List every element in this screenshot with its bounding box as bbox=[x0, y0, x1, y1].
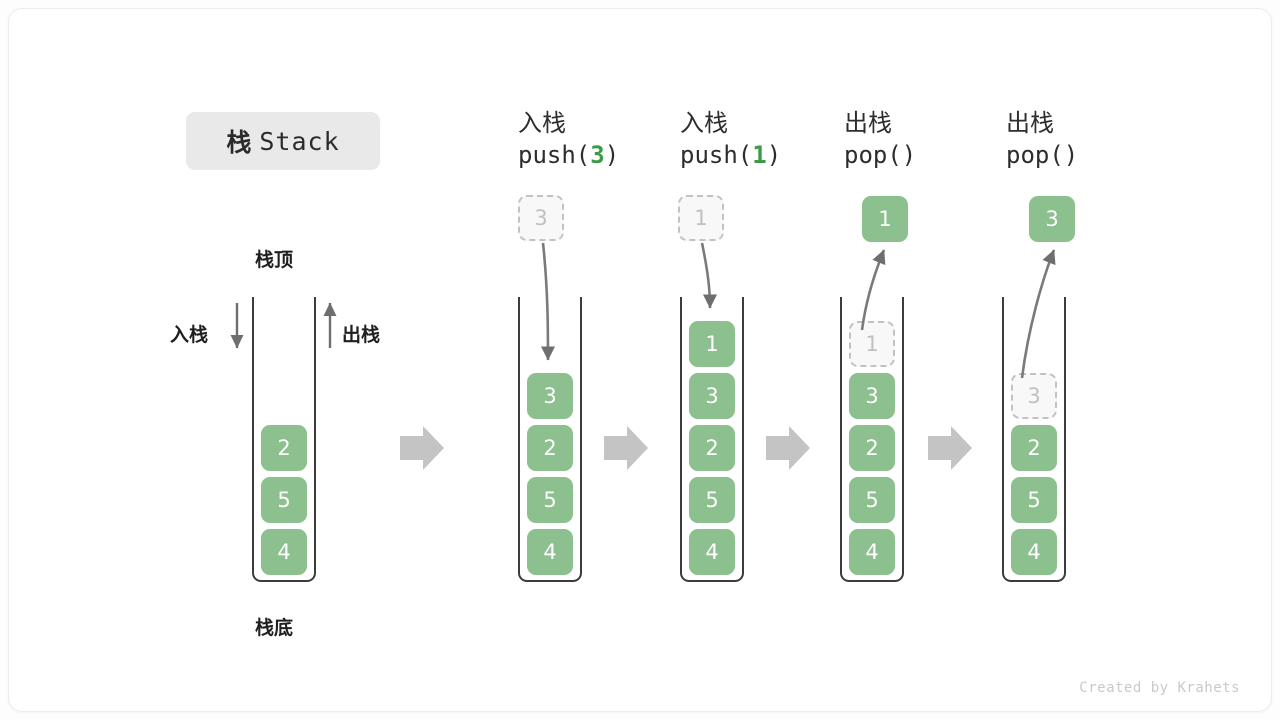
code-arg: 1 bbox=[752, 140, 767, 169]
title-cn: 栈 bbox=[226, 128, 253, 157]
code-prefix: pop( bbox=[1006, 140, 1064, 169]
code-prefix: pop( bbox=[844, 140, 902, 169]
code-prefix: push( bbox=[680, 140, 753, 169]
stack-cell: 1 bbox=[689, 321, 735, 367]
stack-push-3: 3 2 5 4 bbox=[518, 297, 582, 582]
step-header-cn: 出栈 bbox=[844, 109, 892, 137]
label-push-side: 入栈 bbox=[170, 324, 209, 346]
step-header-cn: 入栈 bbox=[518, 109, 566, 137]
stack-cell: 5 bbox=[849, 477, 895, 523]
stack-initial: 2 5 4 bbox=[252, 297, 316, 582]
step-header-push-1: 入栈 push(1) bbox=[680, 108, 870, 171]
stack-cell-ghost: 3 bbox=[1011, 373, 1057, 419]
stack-cell: 3 bbox=[527, 373, 573, 419]
stack-cell: 5 bbox=[527, 477, 573, 523]
stack-push-1: 1 3 2 5 4 bbox=[680, 297, 744, 582]
stack-container-initial bbox=[252, 297, 316, 582]
stack-cell: 3 bbox=[849, 373, 895, 419]
diagram-title: 栈 Stack bbox=[186, 112, 380, 170]
code-prefix: push( bbox=[518, 140, 591, 169]
stack-cell: 4 bbox=[1011, 529, 1057, 575]
step-header-cn: 出栈 bbox=[1006, 109, 1054, 137]
stack-container-pop-3 bbox=[1002, 297, 1066, 582]
stack-pop-1: 1 3 2 5 4 bbox=[840, 297, 904, 582]
stack-cell: 5 bbox=[261, 477, 307, 523]
step-header-code: push(3) bbox=[518, 140, 708, 172]
stack-cells-push-3: 3 2 5 4 bbox=[518, 373, 582, 575]
code-suffix: ) bbox=[766, 140, 782, 169]
stack-pop-3: 3 2 5 4 bbox=[1002, 297, 1066, 582]
stack-cells-push-1: 1 3 2 5 4 bbox=[680, 321, 744, 575]
stack-container-pop-1 bbox=[840, 297, 904, 582]
step-header-code: pop() bbox=[844, 140, 1034, 172]
code-suffix: ) bbox=[901, 140, 917, 169]
code-suffix: ) bbox=[1063, 140, 1079, 169]
stack-container-push-1 bbox=[680, 297, 744, 582]
stack-cell: 2 bbox=[527, 425, 573, 471]
stack-cell: 2 bbox=[261, 425, 307, 471]
stack-cell: 2 bbox=[849, 425, 895, 471]
stack-cell: 3 bbox=[689, 373, 735, 419]
code-arg: 3 bbox=[590, 140, 605, 169]
stack-cells-initial: 2 5 4 bbox=[252, 425, 316, 575]
popped-value-box: 3 bbox=[1029, 196, 1075, 242]
stack-cell: 5 bbox=[1011, 477, 1057, 523]
stack-cell-ghost: 1 bbox=[849, 321, 895, 367]
stack-cells-pop-3: 3 2 5 4 bbox=[1002, 373, 1066, 575]
popped-value-box: 1 bbox=[862, 196, 908, 242]
footer-credit: Created by Krahets bbox=[1079, 680, 1240, 696]
stack-cells-pop-1: 1 3 2 5 4 bbox=[840, 321, 904, 575]
step-header-pop-1: 出栈 pop() bbox=[844, 108, 1034, 171]
label-pop-side: 出栈 bbox=[342, 324, 381, 346]
stack-container-push-3 bbox=[518, 297, 582, 582]
label-stack-bottom: 栈底 bbox=[255, 617, 294, 639]
stack-cell: 4 bbox=[689, 529, 735, 575]
step-header-push-3: 入栈 push(3) bbox=[518, 108, 708, 171]
step-header-code: pop() bbox=[1006, 140, 1196, 172]
stack-cell: 2 bbox=[689, 425, 735, 471]
code-suffix: ) bbox=[604, 140, 620, 169]
stack-cell: 4 bbox=[527, 529, 573, 575]
step-header-code: push(1) bbox=[680, 140, 870, 172]
stack-cell: 2 bbox=[1011, 425, 1057, 471]
step-header-cn: 入栈 bbox=[680, 109, 728, 137]
title-en: Stack bbox=[259, 126, 340, 156]
stack-cell: 5 bbox=[689, 477, 735, 523]
stack-cell: 4 bbox=[849, 529, 895, 575]
incoming-ghost-box: 3 bbox=[518, 195, 564, 241]
label-stack-top: 栈顶 bbox=[255, 249, 294, 271]
step-header-pop-3: 出栈 pop() bbox=[1006, 108, 1196, 171]
stack-cell: 4 bbox=[261, 529, 307, 575]
incoming-ghost-box: 1 bbox=[678, 195, 724, 241]
